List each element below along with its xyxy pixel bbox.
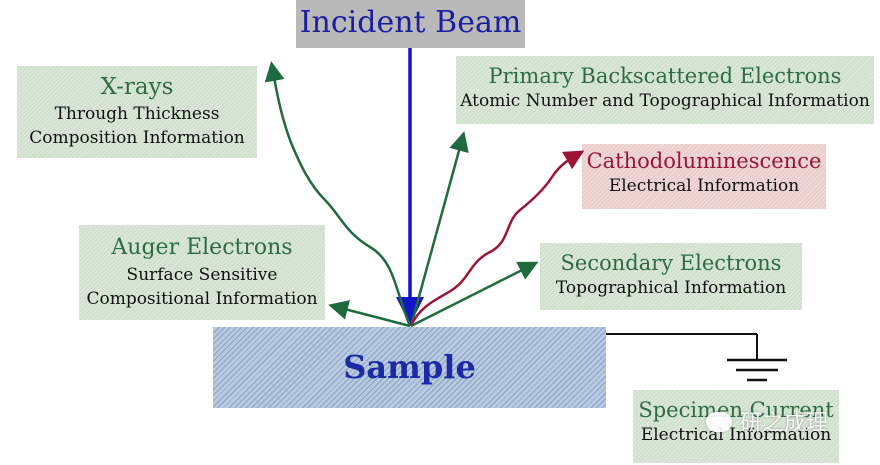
- backscattered-electrons-box: Primary Backscattered Electrons Atomic N…: [456, 56, 874, 124]
- incident-beam-label-box: Incident Beam: [296, 0, 525, 48]
- xrays-arrow: [264, 61, 412, 327]
- auger-electrons-arrow: [328, 300, 411, 328]
- specimen-current-line-1: Electrical Information: [640, 425, 832, 445]
- cathodoluminescence-box: Cathodoluminescence Electrical Informati…: [582, 144, 826, 209]
- xrays-title: X-rays: [100, 74, 174, 100]
- xrays-line-1: Through Thickness: [54, 104, 220, 124]
- incident-beam-label: Incident Beam: [299, 5, 522, 40]
- secondary-electrons-arrow: [410, 261, 539, 328]
- cathodoluminescence-line-1: Electrical Information: [608, 176, 800, 196]
- secondary-title: Secondary Electrons: [560, 251, 782, 275]
- xrays-line-2: Composition Information: [29, 128, 245, 148]
- backscattered-title: Primary Backscattered Electrons: [488, 64, 842, 88]
- secondary-electrons-box: Secondary Electrons Topographical Inform…: [540, 243, 802, 310]
- backscattered-line-1: Atomic Number and Topographical Informat…: [460, 91, 870, 111]
- backscattered-arrow: [409, 131, 469, 327]
- sample-block: Sample: [213, 327, 606, 408]
- secondary-line-1: Topographical Information: [555, 278, 787, 298]
- auger-electrons-box: Auger Electrons Surface Sensitive Compos…: [79, 225, 325, 320]
- xrays-box: X-rays Through Thickness Composition Inf…: [17, 66, 257, 158]
- sample-label: Sample: [343, 348, 476, 386]
- ground-symbol-icon: [606, 333, 787, 382]
- cathodoluminescence-title: Cathodoluminescence: [586, 149, 822, 173]
- wechat-watermark-icon: [706, 412, 732, 432]
- cathodoluminescence-arrow: [409, 150, 585, 327]
- auger-line-2: Compositional Information: [86, 289, 318, 309]
- specimen-current-title: Specimen Current: [638, 398, 834, 422]
- specimen-current-box: Specimen Current Electrical Information: [633, 390, 839, 463]
- watermark-text: 研之成理: [740, 411, 829, 436]
- auger-line-1: Surface Sensitive: [126, 265, 278, 285]
- auger-title: Auger Electrons: [111, 235, 293, 260]
